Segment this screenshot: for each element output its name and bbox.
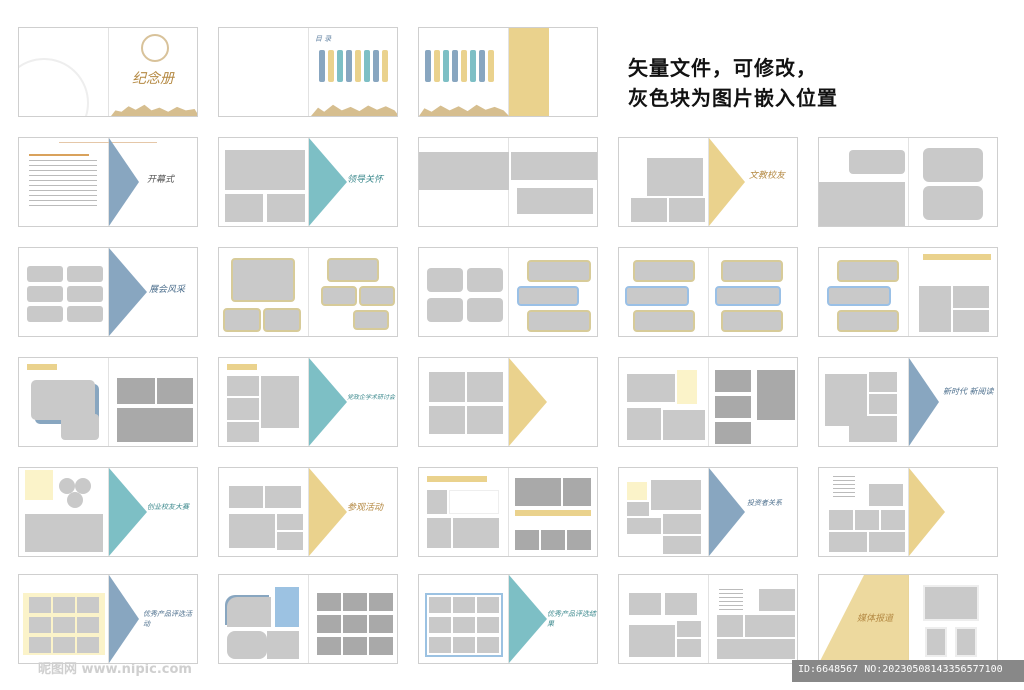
spread-photos-3[interactable]: [218, 247, 398, 337]
section-label-startup: 创业校友大赛: [147, 503, 189, 511]
skyline-icon: [311, 104, 397, 116]
spread-new-era[interactable]: 新时代 新阅读: [818, 357, 998, 447]
spread-visit[interactable]: 参观活动: [218, 467, 398, 557]
section-label-product-result: 优秀产品评选结果: [547, 610, 596, 628]
cover-title: 纪念册: [132, 71, 174, 87]
spread-investor[interactable]: 投资者关系: [618, 467, 798, 557]
section-label-product-award: 优秀产品评选活动: [143, 610, 192, 628]
spread-photos-1[interactable]: [418, 137, 598, 227]
watermark-right: ID:6648567 NO:20230508143356577100: [792, 660, 1024, 682]
spread-product-award[interactable]: 优秀产品评选活动: [18, 574, 198, 664]
spread-photos-7[interactable]: [18, 357, 198, 447]
skyline-icon: [419, 104, 509, 116]
spread-leaders[interactable]: 领导关怀: [218, 137, 398, 227]
spread-photos-5[interactable]: [618, 247, 798, 337]
section-label-seminar: 党政企学术研讨会: [347, 394, 396, 401]
spread-photos-6[interactable]: [818, 247, 998, 337]
spread-startup[interactable]: 创业校友大赛: [18, 467, 198, 557]
section-label-exhibition: 展会风采: [149, 285, 186, 295]
spread-product-result[interactable]: 优秀产品评选结果: [418, 574, 598, 664]
spread-photos-4[interactable]: [418, 247, 598, 337]
section-label-alumni: 文教校友: [749, 171, 786, 181]
spread-opening[interactable]: 开幕式: [18, 137, 198, 227]
spread-photos-13[interactable]: [218, 574, 398, 664]
spread-alumni[interactable]: 文教校友: [618, 137, 798, 227]
section-label-investor: 投资者关系: [747, 499, 782, 507]
spread-photos-2[interactable]: [818, 137, 998, 227]
spread-photos-12[interactable]: [818, 467, 998, 557]
headline-line1: 矢量文件，可修改，: [628, 56, 817, 80]
spread-photos-11[interactable]: [418, 467, 598, 557]
spread-photos-10[interactable]: [618, 357, 798, 447]
section-label-new-era: 新时代 新阅读: [943, 387, 994, 396]
spread-photos-9[interactable]: [418, 357, 598, 447]
spread-cover[interactable]: 纪念册: [18, 27, 198, 117]
section-label-leaders: 领导关怀: [347, 175, 384, 185]
section-label-visit: 参观活动: [347, 503, 384, 513]
medallion-icon: [19, 58, 89, 116]
toc-title: 目 录: [315, 35, 332, 43]
spread-photos-14[interactable]: [618, 574, 798, 664]
spread-photos-8[interactable]: 党政企学术研讨会: [218, 357, 398, 447]
section-label-media: 媒体报道: [857, 614, 894, 624]
seal-icon: [141, 34, 169, 62]
spread-toc-2[interactable]: [418, 27, 598, 117]
spread-media[interactable]: 媒体报道: [818, 574, 998, 664]
section-label-opening: 开幕式: [147, 175, 175, 185]
headline-line2: 灰色块为图片嵌入位置: [628, 86, 838, 110]
watermark-left: 昵图网 www.nipic.com: [38, 662, 192, 677]
circle-photo: [67, 492, 83, 508]
skyline-icon: [111, 104, 197, 116]
spread-exhibition[interactable]: 展会风采: [18, 247, 198, 337]
spread-toc[interactable]: 目 录: [218, 27, 398, 117]
circle-photo: [59, 478, 75, 494]
circle-photo: [75, 478, 91, 494]
